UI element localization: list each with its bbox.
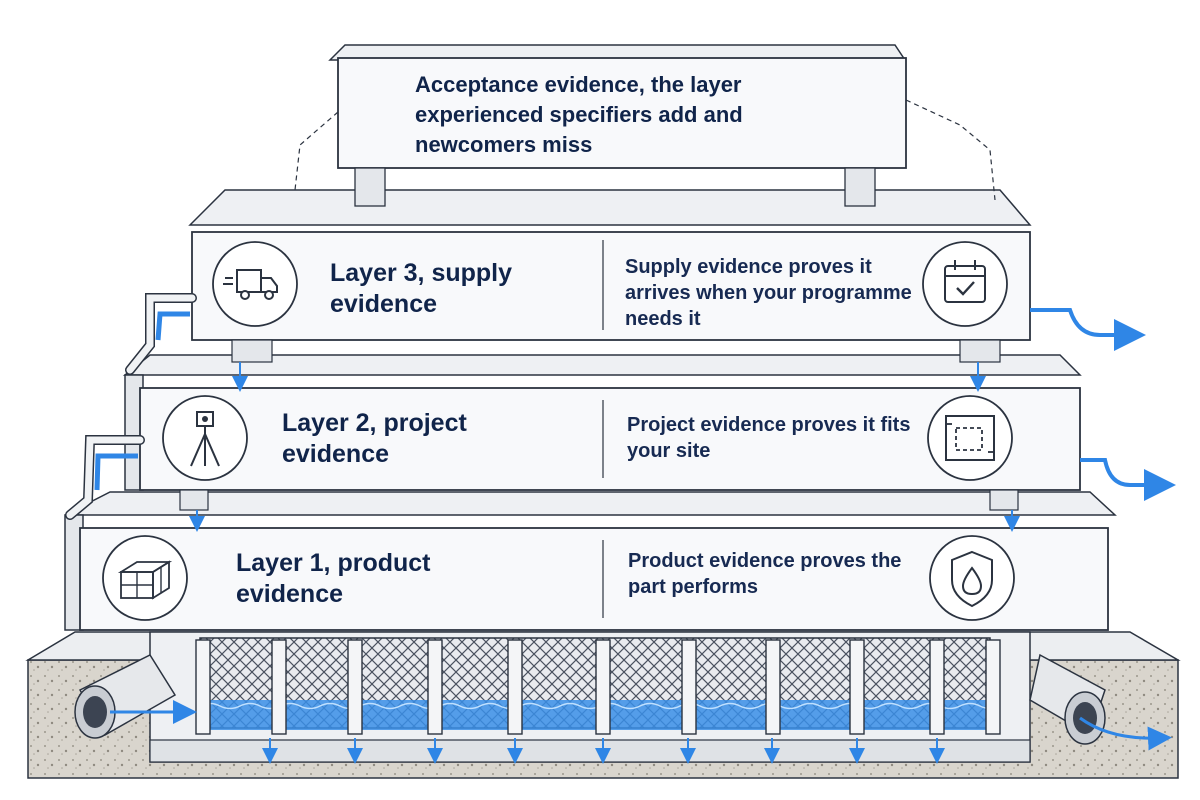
outlet-pipe: [1029, 653, 1172, 751]
layer-3-title: Layer 3, supply evidence: [330, 259, 513, 318]
layer-1-title: Layer 1, product evidence: [236, 549, 431, 608]
layer-2-description: Project evidence proves it fits your sit…: [627, 414, 911, 462]
layer-3-slab: [188, 189, 1032, 363]
calendar-check-icon: [922, 241, 1008, 327]
shield-drop-icon: [929, 535, 1015, 621]
top-acceptance-box: [294, 44, 996, 207]
side-drainage: [65, 293, 1176, 532]
layer-2-title: Layer 2, project evidence: [282, 409, 467, 468]
delivery-truck-icon: [212, 241, 298, 327]
layer-2-slab: [122, 354, 1082, 511]
crate-modules-icon: [102, 535, 188, 621]
layer-1-description: Product evidence proves the part perform…: [628, 550, 902, 598]
surveying-instrument-icon: [162, 395, 248, 481]
site-plan-icon: [927, 395, 1013, 481]
inlet-pipe: [74, 654, 197, 739]
layer-3-description: Supply evidence proves it arrives when y…: [625, 256, 912, 330]
attenuation-tank: [195, 637, 1001, 764]
top-acceptance-text: Acceptance evidence, the layer experienc…: [415, 72, 743, 157]
